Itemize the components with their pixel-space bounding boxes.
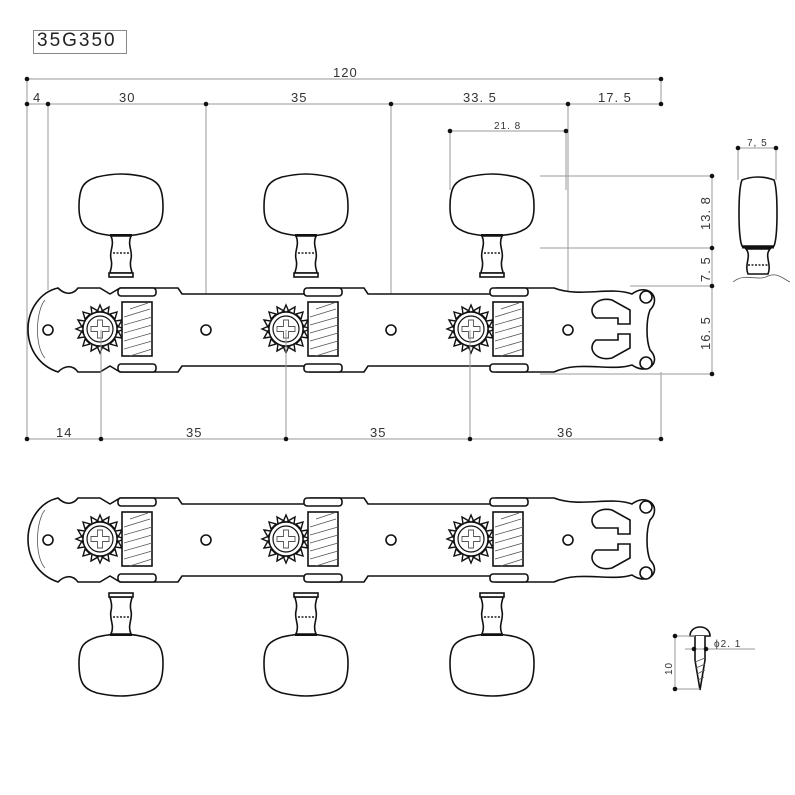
dim-side-width: 7, 5 bbox=[747, 138, 768, 149]
screw-diameter: ϕ2. 1 bbox=[714, 639, 741, 650]
dim-shaft-height: 7. 5 bbox=[698, 256, 713, 282]
screw-length: 10 bbox=[664, 662, 675, 675]
dim-35-a: 35 bbox=[186, 425, 202, 440]
side-view-button: 7, 5 bbox=[732, 138, 791, 283]
tuner-bottom-view bbox=[27, 497, 656, 697]
dim-overall-120: 120 bbox=[333, 65, 358, 80]
dimension-lines-top: 120 4 30 35 33. 5 17. 5 21. 8 bbox=[24, 65, 664, 440]
dim-17-5: 17. 5 bbox=[598, 90, 632, 105]
dim-4: 4 bbox=[33, 90, 41, 105]
dim-30: 30 bbox=[119, 90, 135, 105]
model-label-frame bbox=[33, 30, 127, 54]
dimension-lines-bottom: 14 35 35 36 bbox=[24, 330, 664, 442]
dim-plate-height: 16. 5 bbox=[698, 316, 713, 350]
model-number: 35G350 bbox=[37, 30, 117, 51]
dim-14: 14 bbox=[56, 425, 72, 440]
dim-36: 36 bbox=[557, 425, 573, 440]
dim-button-height: 13. 8 bbox=[698, 196, 713, 230]
dimension-lines-right: 13. 8 7. 5 16. 5 bbox=[540, 173, 715, 377]
dim-35: 35 bbox=[291, 90, 307, 105]
tuner-top-view bbox=[27, 173, 656, 373]
dim-33-5: 33. 5 bbox=[463, 90, 497, 105]
dim-35-b: 35 bbox=[370, 425, 386, 440]
mounting-screw: ϕ2. 1 10 bbox=[664, 626, 755, 692]
dim-button-width: 21. 8 bbox=[494, 121, 521, 132]
